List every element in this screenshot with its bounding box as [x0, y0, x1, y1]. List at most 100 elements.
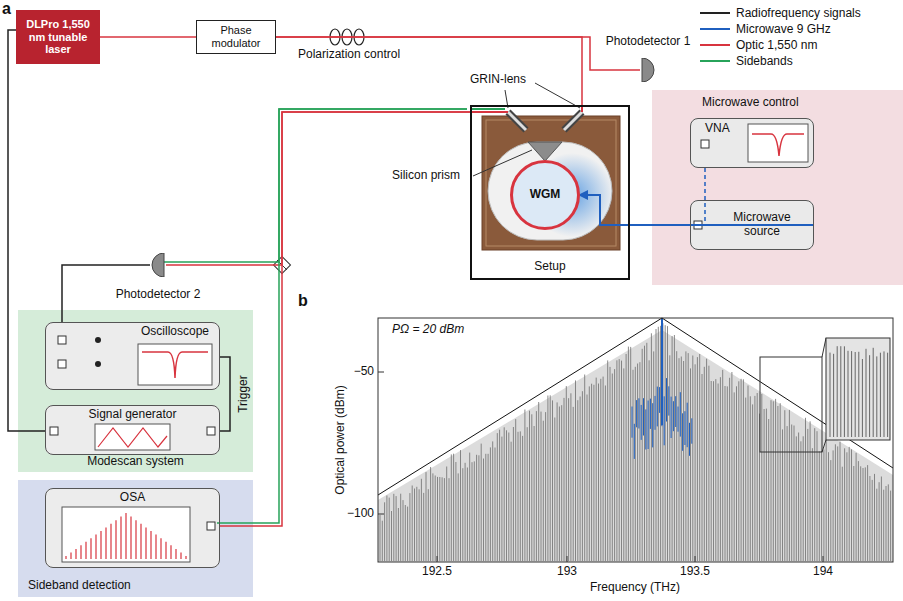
figure-part [207, 522, 215, 530]
figure-part [826, 338, 890, 440]
comb-line [621, 361, 622, 561]
comb-line [488, 454, 489, 561]
label: 194 [813, 565, 833, 579]
osa-line [175, 549, 176, 559]
comb-line [492, 441, 493, 561]
osa-line [160, 538, 161, 559]
comb-line [761, 394, 762, 561]
comb-line [669, 355, 670, 561]
label-text: PΩ = 20 dBm [392, 322, 464, 336]
osa-line [70, 553, 71, 560]
comb-line [883, 490, 884, 561]
inset-line [869, 355, 870, 437]
comb-line [738, 381, 739, 561]
comb-line [872, 480, 873, 561]
comb-line-blue [643, 398, 644, 435]
osa-line [120, 517, 121, 559]
label: b [298, 292, 308, 310]
node-text: Microwave control [702, 96, 799, 110]
box-fill [690, 118, 814, 168]
comb-line [846, 452, 847, 561]
figure-part [95, 424, 170, 450]
comb-line [665, 325, 666, 561]
node-text: Photodetector 2 [116, 288, 201, 302]
comb-line [858, 461, 859, 561]
label: Optical power (dBm) [334, 385, 348, 494]
comb-line [541, 412, 542, 561]
system-panel: Modescan systemOscilloscopeSignal genera… [18, 310, 253, 472]
comb-line [794, 426, 795, 562]
comb-line [520, 431, 521, 561]
legend-text: Optic 1,550 nm [736, 38, 817, 52]
inset-line [855, 352, 856, 437]
comb-line [577, 400, 578, 561]
sideband-line [217, 109, 467, 523]
comb-line [803, 436, 804, 561]
node-text: DLPro 1,550 nm tunable laser [20, 18, 96, 56]
comb-line [564, 398, 565, 561]
comb-line [812, 448, 813, 561]
label-text: Polarization control [298, 47, 400, 61]
comb-line [865, 467, 866, 561]
comb-line-blue [673, 401, 674, 431]
comb-line [534, 426, 535, 561]
osa-line [185, 556, 186, 559]
comb-line [435, 476, 436, 562]
comb-line [699, 354, 700, 561]
comb-line [764, 409, 765, 561]
comb-line-blue [691, 418, 692, 443]
comb-line [430, 467, 431, 561]
comb-line-blue [678, 407, 679, 432]
comb-line-blue [652, 403, 653, 447]
label: −50 [354, 365, 374, 379]
comb-line-blue [668, 386, 669, 415]
comb-line [853, 466, 854, 561]
comb-line [635, 367, 636, 561]
legend-text: Radiofrequency signals [736, 6, 861, 20]
figure-part [508, 112, 526, 130]
node-text: Phase modulator [201, 24, 271, 49]
comb-line [775, 399, 776, 561]
comb-line [628, 347, 629, 561]
comb-line [506, 430, 507, 561]
comb-line [396, 496, 397, 561]
legend-row: Optic 1,550 nm [700, 37, 817, 52]
legend-sample [700, 44, 730, 46]
comb-line [823, 450, 824, 561]
osa-line [145, 527, 146, 559]
comb-line [449, 478, 450, 561]
comb-line [879, 482, 880, 561]
comb-line [731, 372, 732, 561]
label: −100 [347, 507, 374, 521]
box-fill [45, 488, 220, 568]
box-fill [45, 405, 220, 455]
comb-line [412, 486, 413, 562]
comb-line-blue [666, 378, 667, 421]
connector [276, 37, 640, 70]
comb-line [439, 477, 440, 561]
figure-part [95, 361, 101, 367]
comb-line [692, 356, 693, 562]
figure-part [207, 427, 215, 435]
figure-part [823, 556, 824, 562]
figure-part [528, 142, 562, 161]
comb-line [472, 462, 473, 561]
node-text: VNA [705, 122, 730, 136]
comb-line [580, 397, 581, 562]
system-panel: Sideband detectionOSA [18, 480, 253, 597]
comb-line [469, 453, 470, 561]
connector [100, 37, 196, 38]
label: Silicon prism [392, 169, 460, 183]
inset-line [833, 354, 834, 437]
comb-line [842, 467, 843, 561]
comb-line [789, 410, 790, 561]
osa-line [180, 553, 181, 560]
comb-line [515, 419, 516, 561]
comb-line [557, 402, 558, 561]
label-text: Silicon prism [392, 168, 460, 182]
figure-part [437, 556, 438, 562]
comb-line-blue [634, 424, 635, 459]
osa-line [75, 549, 76, 559]
comb-line [743, 379, 744, 561]
